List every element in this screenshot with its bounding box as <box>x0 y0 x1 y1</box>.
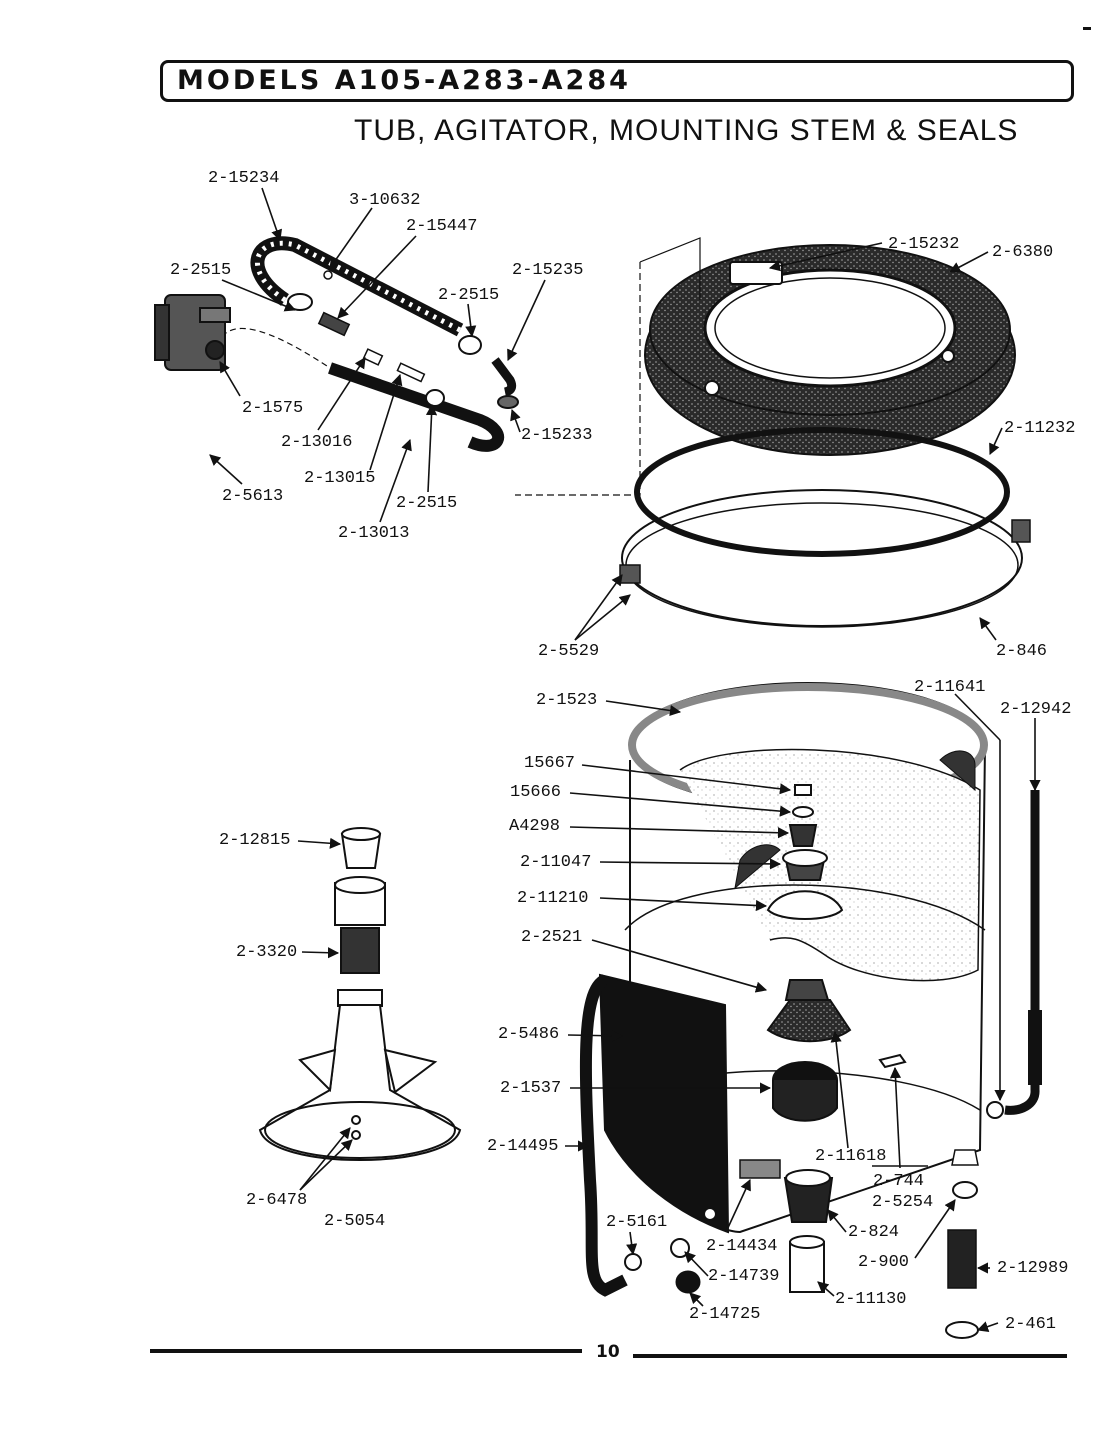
agitator-stack <box>766 784 907 1293</box>
callout-2-15233: 2-15233 <box>521 426 593 445</box>
callout-2-5161: 2-5161 <box>606 1213 668 1232</box>
page-number: 10 <box>596 1342 620 1362</box>
callout-2-11618: 2-11618 <box>815 1147 887 1166</box>
tub-shell <box>598 682 988 1234</box>
water-valve <box>154 294 231 371</box>
callout-2-11641: 2-11641 <box>914 678 986 697</box>
callout-2-14495: 2-14495 <box>487 1137 559 1156</box>
callout-2-1523: 2-1523 <box>536 691 598 710</box>
callout-2-5529: 2-5529 <box>538 642 600 661</box>
callout-2-6478: 2-6478 <box>246 1191 308 1210</box>
callout-2-900: 2-900 <box>858 1253 910 1272</box>
callout-2-15235: 2-15235 <box>512 261 584 280</box>
callout-2-14725: 2-14725 <box>689 1305 761 1324</box>
callout-2-14434: 2-14434 <box>706 1237 778 1256</box>
leader-lines <box>209 187 1041 1332</box>
callout-2-15232: 2-15232 <box>888 235 960 254</box>
tub-clamp-ring <box>619 489 1031 628</box>
callout-2-1575: 2-1575 <box>242 399 304 418</box>
callout-2-15234: 2-15234 <box>208 169 280 188</box>
callout-2-5254: 2-5254 <box>872 1193 934 1212</box>
callout-2-15447: 2-15447 <box>406 217 478 236</box>
callout-2-13015: 2-13015 <box>304 469 376 488</box>
callout-a4298: A4298 <box>509 817 561 836</box>
callout-2-11232: 2-11232 <box>1004 419 1076 438</box>
footer-rule-left <box>150 1349 582 1353</box>
callout-2-5613: 2-5613 <box>222 487 284 506</box>
callout-2-2515-upper-right: 2-2515 <box>438 286 500 305</box>
tub-cover-ring <box>515 237 1016 496</box>
footer-rule-right <box>633 1354 1067 1358</box>
callout-2-12815: 2-12815 <box>219 831 291 850</box>
callout-2-13013: 2-13013 <box>338 524 410 543</box>
callout-2-12942: 2-12942 <box>1000 700 1072 719</box>
tub-seal-gasket <box>634 427 1010 557</box>
callout-2-3320: 2-3320 <box>236 943 298 962</box>
callout-2-2515-lower: 2-2515 <box>396 494 458 513</box>
corner-mark <box>1083 27 1091 30</box>
callout-2-461: 2-461 <box>1005 1315 1057 1334</box>
callout-2-824: 2-824 <box>848 1223 900 1242</box>
mounting-stem-assembly <box>258 827 462 1161</box>
callout-15666: 15666 <box>510 783 562 802</box>
models-header-box: MODELS A105-A283-A284 <box>160 60 1074 102</box>
models-title: MODELS A105-A283-A284 <box>177 65 631 96</box>
callout-2-11210: 2-11210 <box>517 889 589 908</box>
callout-2-2515-upper-left: 2-2515 <box>170 261 232 280</box>
callout-2-13016: 2-13016 <box>281 433 353 452</box>
callout-2-2521: 2-2521 <box>521 928 583 947</box>
callout-2-744: 2-744 <box>873 1172 925 1191</box>
callout-2-12989: 2-12989 <box>997 1259 1069 1278</box>
callout-2-11047: 2-11047 <box>520 853 592 872</box>
callout-3-10632: 3-10632 <box>349 191 421 210</box>
callout-2-5486: 2-5486 <box>498 1025 560 1044</box>
section-subtitle: TUB, AGITATOR, MOUNTING STEM & SEALS <box>354 114 1019 147</box>
inlet-hose-assembly <box>201 236 519 452</box>
callout-2-6380: 2-6380 <box>992 243 1054 262</box>
callout-2-11130: 2-11130 <box>835 1290 907 1309</box>
callout-15667: 15667 <box>524 754 576 773</box>
callout-2-846: 2-846 <box>996 642 1048 661</box>
callout-2-14739: 2-14739 <box>708 1267 780 1286</box>
callout-2-1537: 2-1537 <box>500 1079 562 1098</box>
callout-2-5054: 2-5054 <box>324 1212 386 1231</box>
